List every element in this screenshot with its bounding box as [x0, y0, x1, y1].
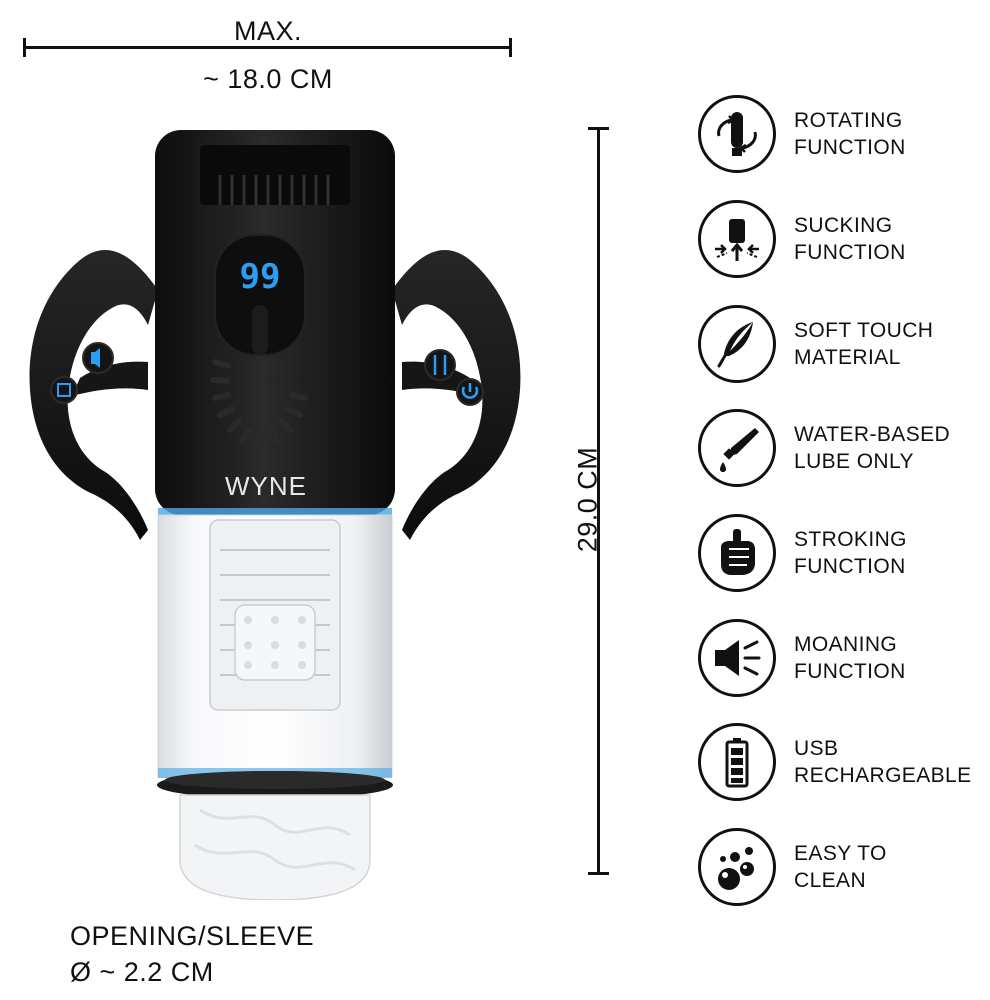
feature-usb: USB RECHARGEABLE — [698, 720, 988, 804]
feature-lube-line2: LUBE ONLY — [794, 450, 914, 473]
width-dimension-line — [24, 46, 512, 49]
feature-rotating: ROTATING FUNCTION — [698, 92, 988, 176]
height-dimension-cap-bottom — [588, 872, 609, 875]
feature-usb-line1: USB — [794, 737, 839, 760]
suction-button[interactable] — [50, 376, 78, 404]
lube-tube-icon — [698, 409, 776, 487]
feature-soft-touch-line2: MATERIAL — [794, 346, 901, 369]
feature-soft-touch-line1: SOFT TOUCH — [794, 319, 934, 342]
width-dimension-cap-right — [509, 38, 512, 57]
height-dimension-line — [597, 128, 600, 874]
feather-icon — [698, 305, 776, 383]
feature-usb-line2: RECHARGEABLE — [794, 764, 972, 787]
right-handle — [392, 250, 521, 540]
height-dimension-cap-top — [588, 127, 609, 130]
width-dimension-cap-left — [23, 38, 26, 57]
rotating-icon — [698, 95, 776, 173]
feature-rotating-line1: ROTATING — [794, 109, 903, 132]
feature-sucking-line1: SUCKING — [794, 214, 893, 237]
brand-logo: WYNE — [225, 471, 307, 501]
feature-rotating-line2: FUNCTION — [794, 136, 906, 159]
feature-stroking: STROKING FUNCTION — [698, 511, 988, 595]
sucking-icon — [698, 200, 776, 278]
feature-clean-line1: EASY TO — [794, 842, 887, 865]
height-label-value: 29.0 CM — [572, 446, 603, 553]
feature-moaning-line2: FUNCTION — [794, 660, 906, 683]
direction-button[interactable] — [424, 349, 456, 381]
left-handle — [29, 250, 159, 540]
battery-icon — [698, 723, 776, 801]
device-display: 99 — [240, 257, 281, 297]
feature-clean: EASY TO CLEAN — [698, 825, 988, 909]
opening-sleeve-diameter: Ø ~ 2.2 CM — [70, 957, 214, 987]
feature-lube-line1: WATER-BASED — [794, 423, 951, 446]
feature-sucking-line2: FUNCTION — [794, 241, 906, 264]
feature-soft-touch: SOFT TOUCH MATERIAL — [698, 302, 988, 386]
feature-stroking-line2: FUNCTION — [794, 555, 906, 578]
fist-icon — [698, 514, 776, 592]
opening-sleeve-label: OPENING/SLEEVE — [70, 921, 315, 951]
sleeve-opening — [179, 794, 371, 901]
feature-sucking: SUCKING FUNCTION — [698, 197, 988, 281]
feature-stroking-line1: STROKING — [794, 528, 907, 551]
product-illustration: 99 WYNE — [20, 100, 530, 901]
feature-lube: WATER-BASED LUBE ONLY — [698, 406, 988, 490]
speaker-icon — [698, 619, 776, 697]
feature-moaning: MOANING FUNCTION — [698, 616, 988, 700]
width-label-max: MAX. — [233, 16, 302, 46]
width-label-value: ~ 18.0 CM — [203, 64, 333, 94]
feature-moaning-line1: MOANING — [794, 633, 898, 656]
feature-clean-line2: CLEAN — [794, 869, 867, 892]
opening-sleeve-spec: OPENING/SLEEVE Ø ~ 2.2 CM — [70, 918, 314, 990]
bubbles-icon — [698, 828, 776, 906]
